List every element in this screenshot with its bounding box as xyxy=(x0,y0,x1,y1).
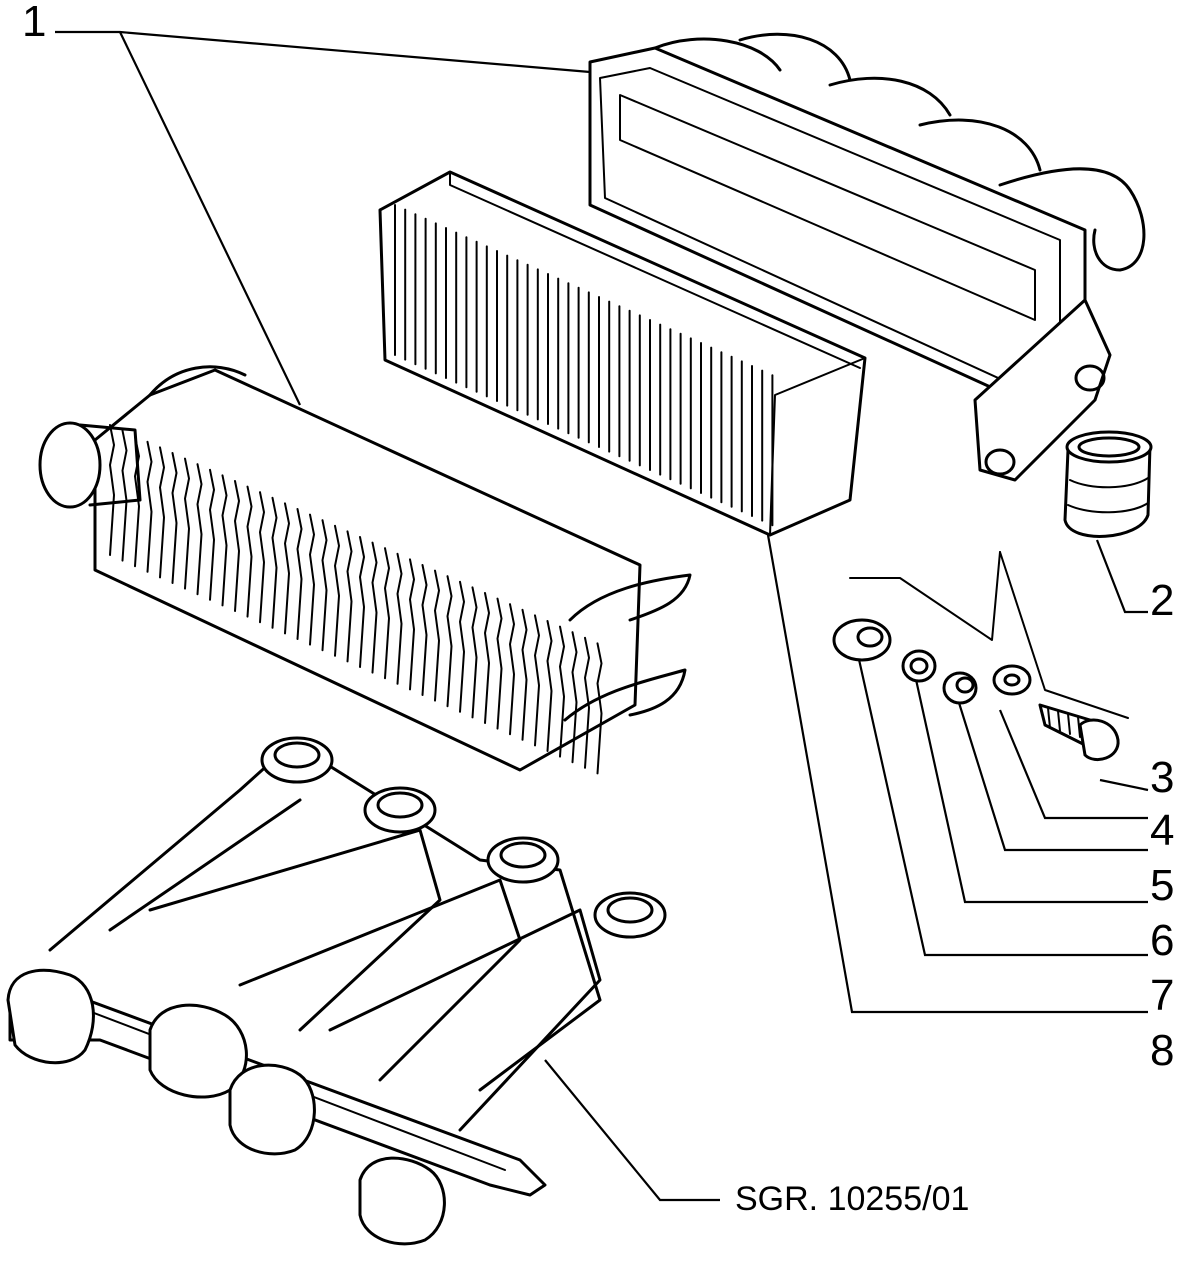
callout-8: 8 xyxy=(1150,1026,1174,1075)
filter-element xyxy=(378,170,867,537)
callout-3: 3 xyxy=(1150,753,1174,802)
grommet-part-7 xyxy=(832,618,892,662)
callout-5: 5 xyxy=(1150,861,1174,910)
reference-code: SGR. 10255/01 xyxy=(735,1180,969,1218)
washer-part-4 xyxy=(992,664,1032,696)
bolt-part-3 xyxy=(1038,703,1120,761)
grommet-part-2 xyxy=(1063,430,1153,538)
washer-part-6 xyxy=(901,649,937,683)
filter-housing-lower xyxy=(38,365,692,775)
callout-6: 6 xyxy=(1150,916,1174,965)
air-filter-housing xyxy=(588,32,1146,482)
leader-lines xyxy=(55,30,1149,1202)
callout-4: 4 xyxy=(1150,806,1174,855)
callout-7: 7 xyxy=(1150,971,1174,1020)
callout-1: 1 xyxy=(22,0,46,46)
bushing-part-5 xyxy=(942,671,978,705)
callout-2: 2 xyxy=(1150,576,1174,625)
intake-manifold xyxy=(6,736,667,1246)
